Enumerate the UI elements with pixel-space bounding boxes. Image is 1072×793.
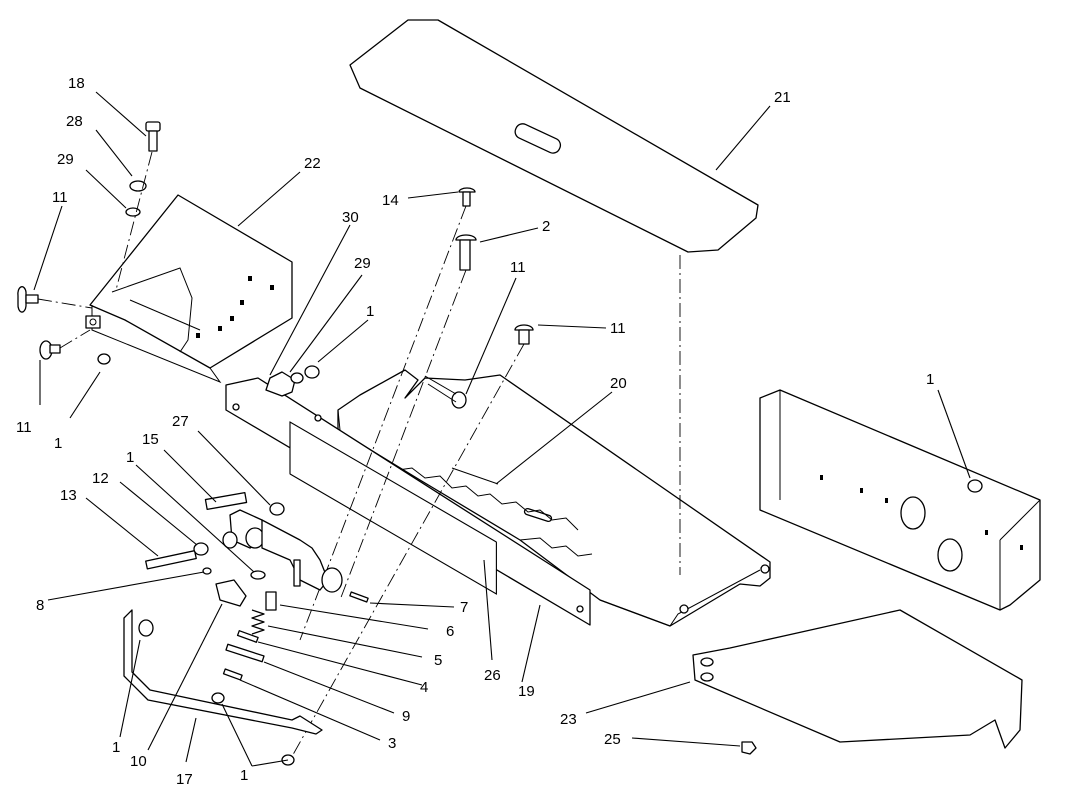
frame-right-section (759, 389, 1041, 611)
leader-lines (33, 91, 971, 767)
seat-frame-part-20 (337, 369, 771, 627)
nut-part-1-d (250, 570, 266, 580)
callout-2: 2 (542, 218, 550, 235)
washer-part-29-b (290, 372, 304, 384)
callout-12: 12 (92, 470, 109, 487)
callout-28: 28 (66, 113, 83, 130)
latch-bracket-part-15 (204, 491, 343, 593)
spring-part-5 (251, 609, 265, 635)
callout-26: 26 (484, 667, 501, 684)
decal-part-26 (289, 421, 497, 595)
callout-17: 17 (176, 771, 193, 788)
pin-part-7 (349, 591, 369, 603)
screw-part-18 (145, 121, 161, 152)
callout-1: 1 (926, 371, 934, 388)
callout-1: 1 (126, 449, 134, 466)
washer-part-29 (125, 207, 141, 217)
callout-labels: 18 28 29 11 11 1 22 30 29 1 14 2 21 11 1… (16, 75, 934, 788)
axis-bolt-14 (299, 205, 467, 641)
callout-30: 30 (342, 209, 359, 226)
nut-part-28 (129, 180, 147, 192)
bolt-part-14 (458, 187, 476, 207)
bolt-part-13 (145, 550, 197, 570)
washer-part-4 (236, 630, 259, 643)
callout-21: 21 (774, 89, 791, 106)
side-panel-part-23 (692, 609, 1023, 749)
seat-plate-part-21 (349, 19, 759, 253)
callout-19: 19 (518, 683, 535, 700)
callout-1: 1 (112, 739, 120, 756)
nut-part-1-b (304, 365, 320, 379)
washer-part-8 (202, 567, 212, 575)
nut-part-1-f (211, 692, 225, 704)
callout-4: 4 (420, 679, 428, 696)
callout-3: 3 (388, 735, 396, 752)
callout-7: 7 (460, 599, 468, 616)
callout-11: 11 (52, 189, 68, 206)
callout-11: 11 (510, 259, 526, 276)
callout-8: 8 (36, 597, 44, 614)
bolt-part-2 (455, 234, 477, 271)
plate-part-9 (225, 643, 265, 663)
callout-15: 15 (142, 431, 159, 448)
callout-1: 1 (366, 303, 374, 320)
callout-14: 14 (382, 192, 399, 209)
left-bracket-part-22 (85, 194, 293, 384)
nut-part-1-a (97, 353, 111, 365)
callout-11: 11 (610, 320, 626, 337)
screw-part-25 (741, 741, 757, 755)
carriage-bolt-part-11-a (17, 286, 93, 313)
latch-rod-part-17 (123, 609, 323, 766)
axis-bolt-2 (339, 269, 467, 601)
callout-18: 18 (68, 75, 85, 92)
callout-13: 13 (60, 487, 77, 504)
callout-25: 25 (604, 731, 621, 748)
callout-29: 29 (57, 151, 74, 168)
nut-part-27 (269, 502, 285, 516)
nut-part-1-c (967, 479, 983, 493)
callout-1: 1 (240, 767, 248, 784)
callout-5: 5 (434, 652, 442, 669)
carriage-bolt-part-11-d (289, 324, 534, 761)
switch-part-10 (215, 579, 247, 607)
callout-10: 10 (130, 753, 147, 770)
callout-9: 9 (402, 708, 410, 725)
callout-23: 23 (560, 711, 577, 728)
carriage-bolt-part-11-c (424, 375, 467, 409)
callout-6: 6 (446, 623, 454, 640)
callout-1: 1 (54, 435, 62, 452)
callout-20: 20 (610, 375, 627, 392)
carriage-bolt-part-11-b (39, 329, 91, 360)
guide-part-6 (265, 591, 277, 611)
callout-29: 29 (354, 255, 371, 272)
washer-part-3 (222, 668, 243, 681)
nut-part-12 (193, 542, 209, 556)
callout-11: 11 (16, 419, 32, 436)
callout-27: 27 (172, 413, 189, 430)
callout-22: 22 (304, 155, 321, 172)
